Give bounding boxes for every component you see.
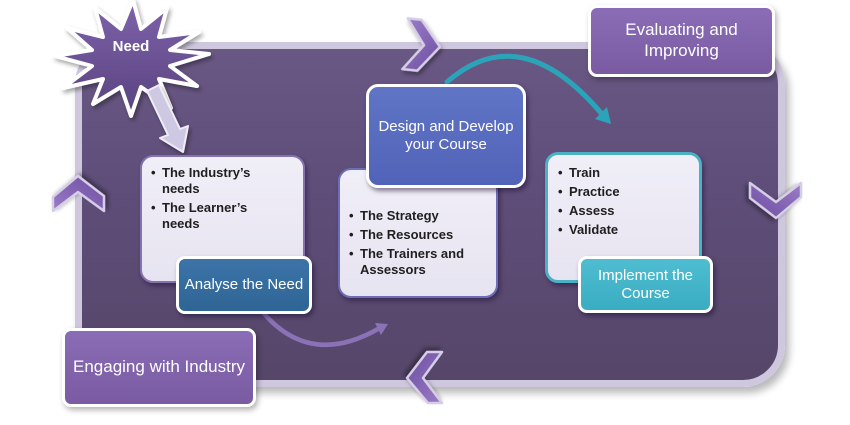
list-item: Validate [558,222,689,238]
list-item: The Industry’s needs [151,165,279,197]
need-label: Need [112,38,150,55]
design-to-implement-arrow-icon [444,53,611,124]
engaging-industry-label: Engaging with Industry [62,328,256,407]
design-resources-panel: The Strategy The Resources The Trainers … [338,168,498,298]
analyse-needs-list: The Industry’s needs The Learner’s needs [151,165,279,232]
list-item: Train [558,165,689,181]
implement-the-course-label: Implement the Course [578,256,713,313]
list-item: The Trainers and Assessors [349,246,486,278]
list-item: Practice [558,184,689,200]
analyse-the-need-label: Analyse the Need [176,256,312,314]
implement-steps-list: Train Practice Assess Validate [558,165,689,238]
list-item: Assess [558,203,689,219]
cycle-chevron-bottom-icon [405,350,444,405]
design-develop-course-label: Design and Develop your Course [366,84,526,188]
list-item: The Learner’s needs [151,200,279,232]
evaluating-improving-label: Evaluating and Improving [588,5,775,77]
need-starburst-icon [53,0,211,118]
list-item: The Strategy [349,208,486,224]
cycle-chevron-right-icon [748,181,803,220]
list-item: The Resources [349,227,486,243]
need-arrow-icon [146,84,189,153]
cycle-chevron-left-icon [51,174,106,213]
cycle-chevron-top-icon [401,17,442,72]
design-resources-list: The Strategy The Resources The Trainers … [349,208,486,278]
